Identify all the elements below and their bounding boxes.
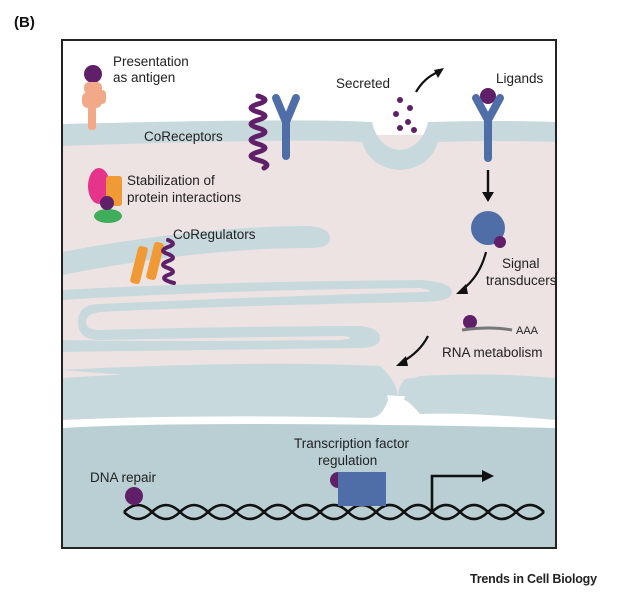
protein-complex-icon [88,168,122,223]
presentation-label-line1: Presentation [113,54,189,69]
transcription-factor-icon [330,472,386,506]
aaa-label: AAA [516,325,539,337]
rna-metabolism-label: RNA metabolism [442,345,543,360]
coregulator-channel-icon [130,241,164,285]
secreted-label: Secreted [336,76,390,91]
panel-label: (B) [14,14,35,31]
dna-repair-label: DNA repair [90,470,157,485]
frame-border [61,39,557,549]
tf-regulation-label-line2: regulation [318,453,377,468]
secreted-vesicles-icon [393,97,417,133]
mhc-antigen-icon [82,65,106,130]
plasma-membrane [62,120,556,170]
tf-regulation-label-line1: Transcription factor [294,436,410,451]
presentation-label-line2: as antigen [113,70,175,85]
journal-credit: Trends in Cell Biology [470,572,597,586]
signal-transducers-label-line2: transducers [486,273,557,288]
nuclear-envelope [62,372,556,420]
secreted-arrow-icon [415,68,444,93]
coreceptor-helix-icon [248,93,270,171]
transcription-start-arrow-icon [430,470,494,512]
ligand-receptor-icon [472,88,504,162]
transducer-arrow-icon [456,251,488,294]
signal-arrow-down-icon [482,170,494,202]
rna-arrow-icon [396,335,429,366]
signal-transducer-icon [471,211,506,248]
coregulator-helix-icon [161,238,176,285]
coreceptors-label: CoReceptors [144,129,223,144]
ligands-label: Ligands [496,71,544,86]
stabilization-label-line2: protein interactions [127,190,241,205]
stabilization-label-line1: Stabilization of [127,173,215,188]
dna-double-helix-icon [123,503,545,521]
coregulators-label: CoRegulators [173,227,256,242]
signal-transducers-label-line1: Signal [502,256,540,271]
coreceptor-y-receptor-icon [272,94,300,160]
cytoplasm [62,135,556,395]
dna-repair-protein-icon [125,487,143,505]
rna-strand-icon [461,315,513,332]
